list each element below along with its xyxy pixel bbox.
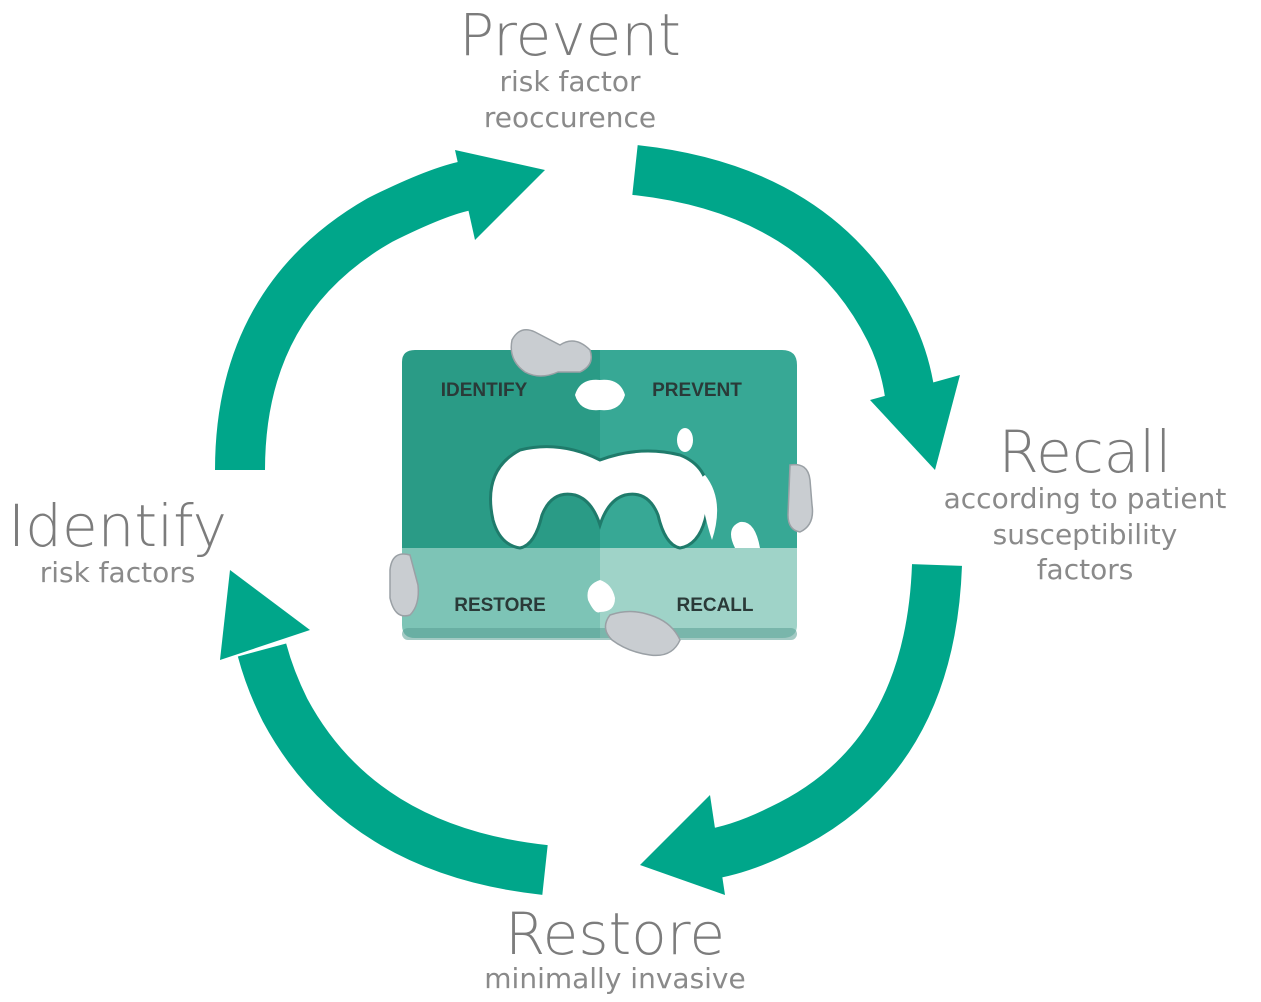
tooth-icon: [489, 445, 710, 550]
arrow-restore-to-identify: [220, 570, 548, 895]
stage-subtitle-line: risk factors: [39, 556, 196, 589]
stage-subtitle-line: reoccurence: [483, 100, 657, 134]
stage-subtitle-restore: minimally invasive: [455, 961, 775, 997]
stage-subtitle-line: minimally invasive: [484, 962, 746, 995]
stage-subtitle-recall: according to patient susceptibility fact…: [915, 481, 1255, 588]
stage-subtitle-identify: risk factors: [0, 555, 235, 591]
stage-title-identify: Identify: [8, 492, 227, 560]
stage-subtitle-prevent: risk factor reoccurence: [440, 64, 700, 135]
puzzle-label-restore: RESTORE: [454, 595, 546, 616]
tooth-highlight-dot: [677, 428, 693, 452]
arrow-identify-to-prevent: [215, 150, 545, 471]
glove-hand-right-icon: [787, 463, 814, 533]
puzzle-illustration: IDENTIFY PREVENT RESTORE RECALL: [389, 329, 814, 657]
glove-hand-bottom-icon: [604, 610, 681, 657]
glove-hand-top-icon: [510, 329, 592, 377]
stage-title-recall: Recall: [998, 418, 1172, 486]
stage-subtitle-line: risk factor: [499, 65, 641, 98]
stage-subtitle-line: susceptibility: [992, 517, 1178, 551]
glove-hand-left-icon: [389, 553, 420, 617]
arrow-prevent-to-recall: [632, 145, 960, 470]
stage-title-restore: Restore: [504, 900, 726, 968]
tooth-highlight-stroke: [698, 475, 718, 540]
stage-title-prevent: Prevent: [459, 1, 681, 69]
puzzle-label-identify: IDENTIFY: [441, 380, 528, 401]
puzzle-label-prevent: PREVENT: [652, 380, 742, 401]
stage-subtitle-line: according to patient: [943, 482, 1227, 515]
puzzle-label-recall: RECALL: [676, 595, 753, 616]
arrow-recall-to-restore: [640, 563, 962, 895]
puzzle-piece-restore: [402, 548, 600, 638]
cycle-arrows: [215, 145, 962, 895]
puzzle-edge: [402, 628, 797, 640]
puzzle-piece-identify: [402, 350, 600, 575]
stage-subtitle-line: factors: [1036, 553, 1134, 587]
